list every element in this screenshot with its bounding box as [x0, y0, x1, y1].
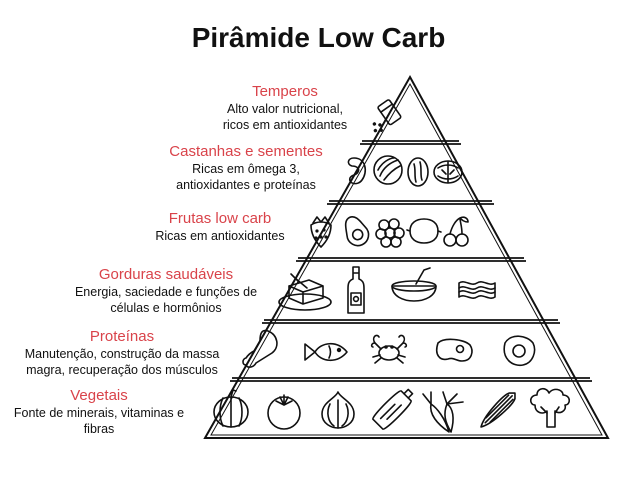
level-description-line: fibras	[83, 422, 115, 436]
crab-icon	[370, 334, 408, 364]
pumpkin-seed-icon	[373, 155, 403, 185]
strawberry-icon	[310, 216, 332, 248]
cherry-icon	[443, 216, 469, 247]
tier-dividers	[230, 140, 592, 382]
level-label-temperos: Temperos Alto valor nutricional, ricos e…	[210, 83, 360, 133]
chicken-leg-icon	[242, 329, 278, 368]
level-description-line: Manutenção, construção da massa	[24, 347, 220, 361]
level-label-gorduras: Gorduras saudáveis Energia, saciedade e …	[66, 266, 266, 316]
salt-shaker-icon	[372, 99, 402, 133]
level-heading: Gorduras saudáveis	[98, 266, 234, 283]
level-description-line: Ricas em ômega 3,	[192, 162, 300, 176]
bacon-icon	[458, 281, 496, 299]
level-description-line: Ricas em antioxidantes	[155, 229, 285, 243]
level-heading: Proteínas	[89, 328, 155, 345]
level-label-castanhas: Castanhas e sementes Ricas em ômega 3, a…	[160, 143, 332, 193]
walnut-icon	[433, 160, 463, 184]
level-description-line: antioxidantes e proteínas	[176, 178, 316, 192]
level-description-line: Alto valor nutricional,	[226, 102, 344, 116]
fish-icon	[304, 342, 348, 362]
almond-icon	[407, 157, 429, 187]
pyramid-inner-outline	[210, 82, 603, 436]
pumpkin-icon	[213, 389, 249, 428]
lemon-icon	[406, 218, 442, 244]
level-heading: Castanhas e sementes	[169, 143, 323, 160]
level-description-line: Fonte de minerais, vitaminas e	[13, 406, 185, 420]
cashew-icon	[347, 157, 367, 185]
broccoli-icon	[529, 387, 571, 428]
raspberry-icon	[375, 218, 405, 248]
level-label-proteinas: Proteínas Manutenção, construção da mass…	[18, 328, 226, 378]
level-heading: Frutas low carb	[168, 210, 272, 227]
level-heading: Vegetais	[70, 387, 128, 404]
level-description-line: magra, recuperação dos músculos	[26, 363, 218, 377]
carrot-icon	[422, 391, 464, 433]
onion-icon	[321, 391, 355, 429]
level-description-line: células e hormônios	[110, 301, 222, 315]
page-title: Pirâmide Low Carb	[191, 22, 446, 53]
fried-egg-icon	[503, 335, 536, 367]
level-description-line: Energia, saciedade e funções de	[74, 285, 258, 299]
level-heading: Temperos	[252, 83, 318, 100]
steak-icon	[435, 338, 473, 362]
butter-icon	[278, 273, 332, 311]
level-label-vegetais: Vegetais Fonte de minerais, vitaminas e …	[4, 387, 194, 437]
coconut-icon	[391, 267, 437, 302]
avocado-icon	[344, 215, 370, 247]
zucchini-icon	[372, 388, 414, 430]
level-label-frutas: Frutas low carb Ricas em antioxidantes	[140, 210, 300, 244]
tomato-icon	[267, 394, 301, 430]
olive-oil-bottle-icon	[347, 266, 365, 314]
level-description-line: ricos em antioxidantes	[222, 118, 348, 132]
okra-icon	[480, 392, 516, 428]
